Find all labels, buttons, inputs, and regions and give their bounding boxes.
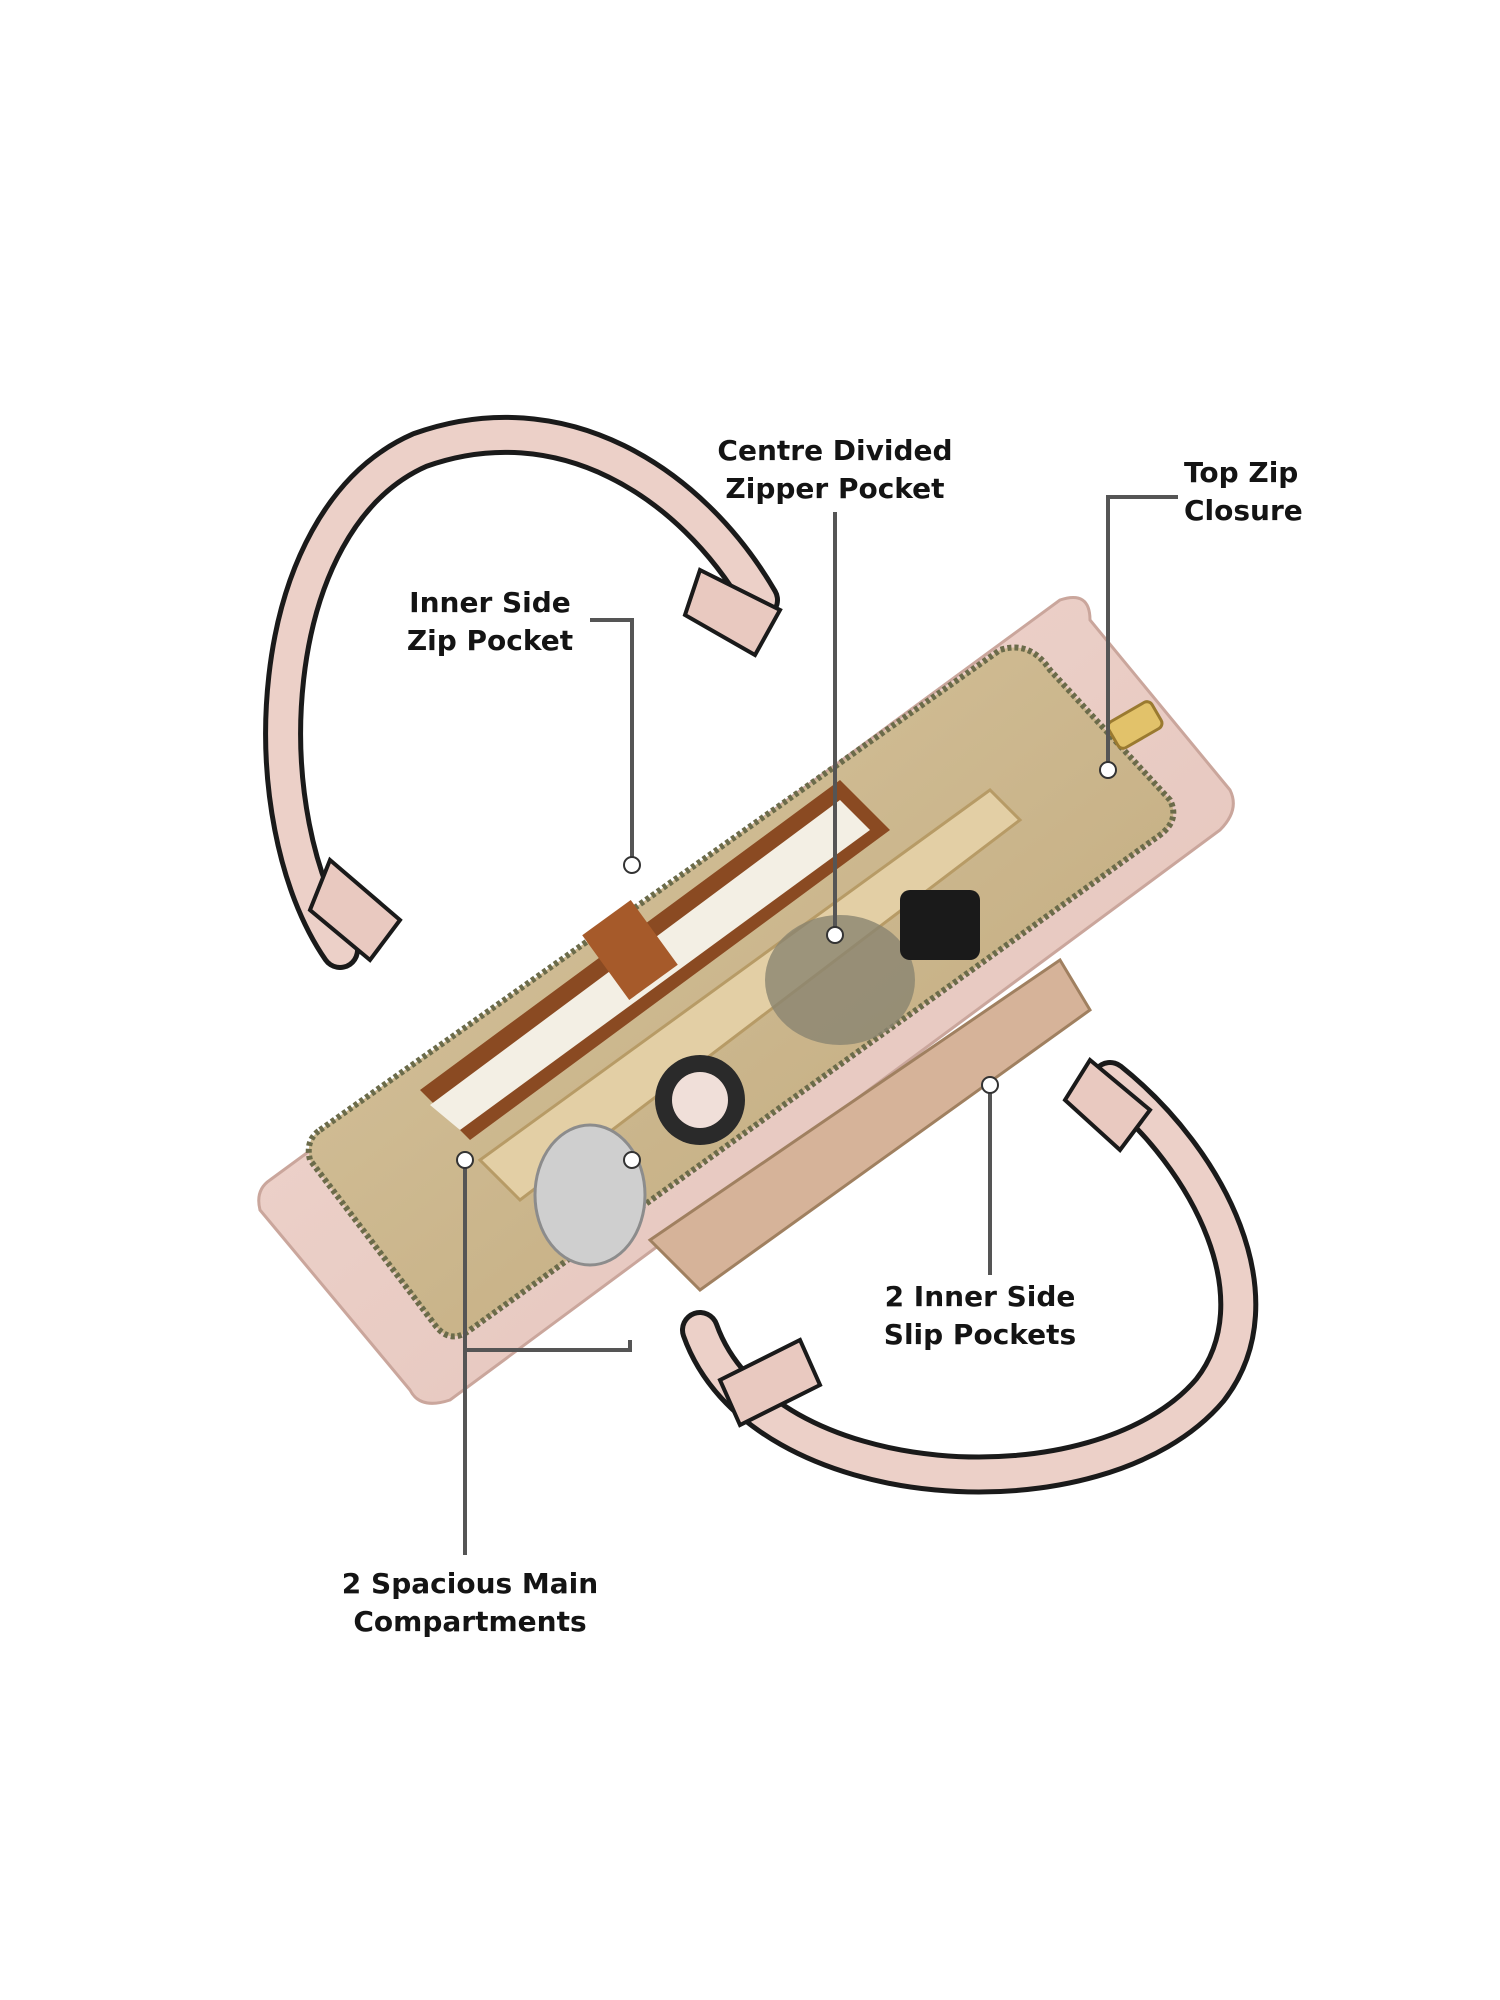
- callout-line: 2 Spacious Main: [341, 1567, 599, 1600]
- slip-pocket: [647, 957, 1092, 1292]
- callout-line: Compartments: [353, 1605, 587, 1638]
- front-handle: [680, 1056, 1259, 1495]
- centre-divider-pocket: [477, 788, 1023, 1202]
- notebook: [420, 780, 890, 1140]
- callout-line: Centre Divided: [717, 434, 953, 467]
- callout-inner-side-zip-pocket: Inner Side Zip Pocket: [395, 584, 585, 660]
- callout-top-zip-closure: Top Zip Closure: [1184, 454, 1334, 530]
- callout-main-compartments: 2 Spacious Main Compartments: [320, 1565, 620, 1641]
- callout-inner-side-slip-pockets: 2 Inner Side Slip Pockets: [880, 1278, 1080, 1354]
- callout-line: Top Zip: [1184, 456, 1299, 489]
- callout-line: Inner Side: [409, 586, 571, 619]
- jar: [765, 890, 980, 1045]
- callout-dots: [456, 761, 1117, 1169]
- callout-line: Slip Pockets: [883, 1318, 1077, 1351]
- back-handle: [263, 414, 783, 970]
- leader-lines: [463, 495, 1178, 1555]
- bottle: [533, 1055, 745, 1267]
- callout-line: Closure: [1184, 494, 1303, 527]
- callout-line: Zipper Pocket: [725, 472, 945, 505]
- callout-line: 2 Inner Side: [884, 1280, 1076, 1313]
- callout-line: Zip Pocket: [406, 624, 574, 657]
- callout-centre-divided-zipper-pocket: Centre Divided Zipper Pocket: [690, 432, 980, 508]
- top-zip-puller: [1106, 700, 1164, 750]
